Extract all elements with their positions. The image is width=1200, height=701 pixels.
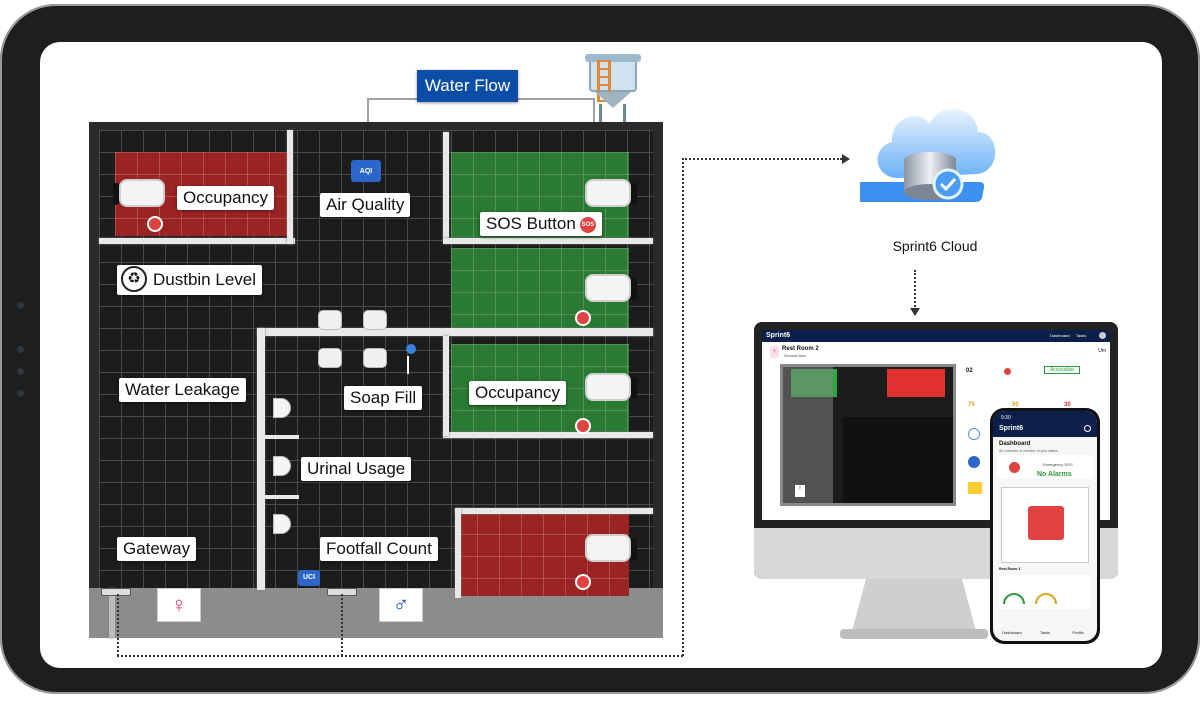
stat-value: 02 [966, 368, 973, 374]
connection-line [682, 158, 684, 656]
dustbin-level-text: Dustbin Level [153, 270, 257, 289]
tablet-screen: Water Flow [40, 42, 1162, 668]
dustbin-level-label: ♻ Dustbin Level [117, 265, 263, 295]
connection-line [341, 594, 343, 656]
user-avatar-icon[interactable] [1099, 332, 1106, 339]
arrow-right-icon [842, 154, 850, 164]
occupancy-mid-label: Occupancy [469, 381, 567, 405]
phone-stats-card [999, 575, 1091, 609]
phone-room-name: Rest Room 1 [999, 567, 1021, 571]
connection-line [914, 270, 916, 310]
phone-nav-dashboard[interactable]: Dashboard [1002, 630, 1022, 635]
connection-line [117, 594, 119, 656]
male-sign-icon: ♂ [379, 588, 423, 622]
air-quality-label: Air Quality [320, 193, 411, 217]
sos-button-text: SOS Button [486, 214, 576, 233]
room-title: Rest Room 2 [782, 346, 819, 352]
soap-sensor-icon [406, 344, 416, 354]
gateway-label: Gateway [117, 537, 197, 561]
recycle-icon: ♻ [121, 266, 147, 292]
stat-value: 70 [968, 402, 975, 408]
water-tank-icon [585, 54, 641, 122]
female-sign-icon: ♀ [157, 588, 201, 622]
phone-brand-logo: Sprint6 [999, 425, 1024, 432]
sos-chip-icon: SOS [579, 216, 596, 233]
sink-icon [318, 310, 342, 330]
tablet-sensor-dot [17, 302, 24, 309]
phone-nav-tasks[interactable]: Tasks [1039, 630, 1051, 635]
water-leakage-label: Water Leakage [119, 378, 246, 402]
toilet-icon [585, 534, 637, 562]
sos-status-icon [1002, 366, 1013, 377]
stat-value: 30 [1064, 402, 1071, 408]
urinal-icon [273, 456, 291, 476]
phone-nav-profile[interactable]: Profile [1072, 630, 1084, 635]
app-brand-logo: Sprint6 [766, 332, 791, 339]
monitor-stand [840, 579, 988, 639]
tablet-frame: Water Flow [0, 4, 1200, 694]
sensor-icon [968, 456, 980, 468]
stat-value: 50 [1012, 402, 1019, 408]
notification-bell-icon[interactable] [1084, 425, 1091, 432]
accessible-badge: Accessible [1044, 366, 1080, 374]
mini-floor-plan: ♀ [780, 364, 956, 506]
smartphone: 9:30 Sprint6 Dashboard An overview of me… [990, 408, 1100, 644]
room-subtitle: Ground floor [784, 353, 807, 358]
female-room-icon: ♀ [770, 346, 779, 358]
sos-status-icon [1007, 460, 1022, 475]
cloud-database-icon [860, 109, 996, 202]
sink-icon [363, 310, 387, 330]
phone-time: 9:30 [1001, 415, 1011, 421]
room-tag: Um [1098, 348, 1106, 354]
nav-tasks[interactable]: Tasks [1076, 333, 1087, 338]
urinal-icon [273, 514, 291, 534]
sensor-icon [968, 428, 980, 440]
phone-screen: 9:30 Sprint6 Dashboard An overview of me… [993, 411, 1097, 641]
phone-dashboard-subtitle: An overview of member of your status [999, 449, 1058, 453]
occupancy-top-label: Occupancy [177, 186, 275, 210]
urinal-usage-label: Urinal Usage [301, 457, 412, 481]
toilet-icon [585, 179, 637, 207]
tablet-sensor-dot [17, 368, 24, 375]
footfall-count-label: Footfall Count [320, 537, 438, 561]
footfall-sensor-icon: UCI [298, 570, 320, 586]
sos-sensor-icon [575, 310, 591, 326]
no-alarms-status: No Alarms [1037, 471, 1072, 478]
connection-line [117, 655, 683, 657]
nav-dashboard[interactable]: Dashboard [1050, 333, 1070, 338]
soap-fill-label: Soap Fill [344, 386, 423, 410]
connection-line [682, 158, 842, 160]
toilet-icon [585, 274, 637, 302]
cloud-label: Sprint6 Cloud [892, 238, 978, 254]
gateway-device-icon [101, 588, 131, 596]
app-header: Sprint6 Dashboard Tasks [762, 330, 1110, 342]
sos-sensor-icon [575, 418, 591, 434]
arrow-down-icon [910, 308, 920, 316]
sos-sensor-icon [575, 574, 591, 590]
emergency-sos-label: Emergency SOS [1043, 462, 1073, 467]
urinal-icon [273, 398, 291, 418]
monitor-screen: Sprint6 Dashboard Tasks ♀ Rest Room 2 Gr… [762, 330, 1110, 520]
toilet-icon [585, 373, 637, 401]
sink-icon [318, 348, 342, 368]
tablet-sensor-dot [17, 390, 24, 397]
sensor-icon [968, 482, 982, 494]
water-flow-label: Water Flow [417, 70, 518, 102]
tablet-sensor-dot [17, 346, 24, 353]
phone-dashboard-title: Dashboard [999, 441, 1031, 447]
air-quality-sensor-icon: AQI [351, 160, 381, 182]
phone-mini-floor-plan [1001, 487, 1089, 563]
sos-sensor-icon [147, 216, 163, 232]
toilet-icon [113, 179, 165, 207]
phone-app-header: 9:30 Sprint6 [993, 411, 1097, 437]
sink-icon [363, 348, 387, 368]
